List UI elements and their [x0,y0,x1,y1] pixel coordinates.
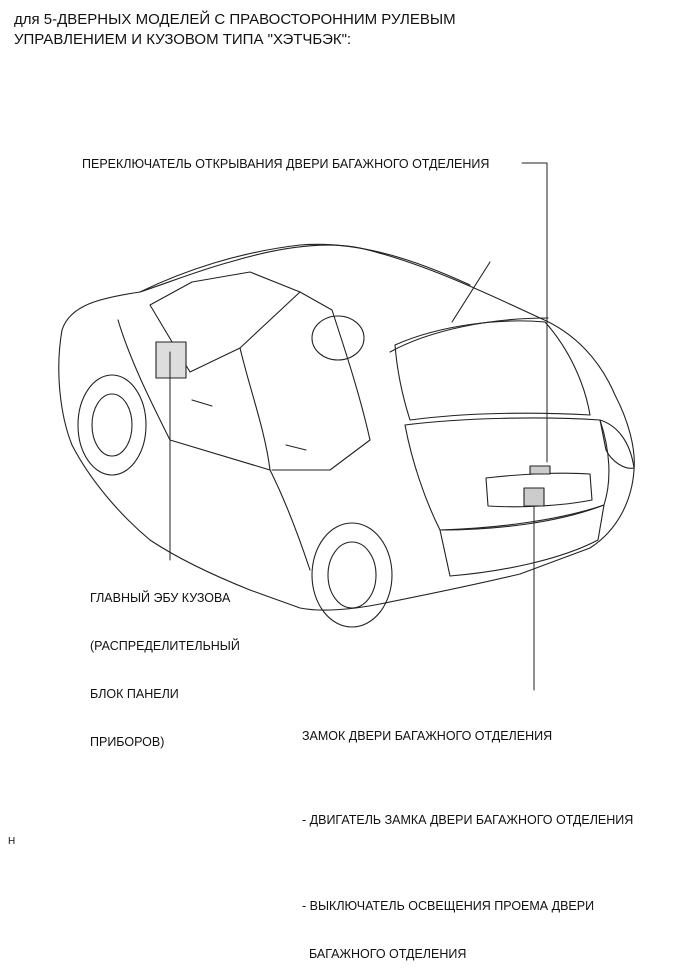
lock-title: ЗАМОК ДВЕРИ БАГАЖНОГО ОТДЕЛЕНИЯ [302,729,553,743]
ecu-line-1: ГЛАВНЫЙ ЭБУ КУЗОВА [90,591,231,605]
body-ecu-module [155,341,187,379]
rear-bumper [439,504,605,577]
tail-light [599,419,635,469]
label-back-door-lock: ЗАМОК ДВЕРИ БАГАЖНОГО ОТДЕЛЕНИЯ - ДВИГАТ… [302,696,633,978]
roof-line [139,243,471,293]
front-wheel [77,374,147,476]
car-outline [58,244,635,611]
lock-part [523,487,545,507]
label-back-door-opener-switch: ПЕРЕКЛЮЧАТЕЛЬ ОТКРЫВАНИЯ ДВЕРИ БАГАЖНОГО… [82,157,490,171]
lock-item-motor: - ДВИГАТЕЛЬ ЗАМКА ДВЕРИ БАГАЖНОГО ОТДЕЛЕ… [302,813,634,827]
front-door-handle [191,399,213,407]
page-header: для 5-ДВЕРНЫХ МОДЕЛЕЙ С ПРАВОСТОРОННИМ Р… [14,10,456,50]
antenna [451,261,491,323]
b-pillar [239,347,271,471]
ecu-line-3: БЛОК ПАНЕЛИ [90,687,179,701]
leader-opener-switch [521,162,548,463]
rear-door-handle [285,444,307,451]
rear-wheel [311,522,393,628]
rear-window [394,320,591,421]
ecu-line-2: (РАСПРЕДЕЛИТЕЛЬНЫЙ [90,639,240,653]
rear-door-frame [271,291,371,471]
opener-switch-part [529,465,551,475]
header-line-2: УПРАВЛЕНИЕМ И КУЗОВОМ ТИПА "ХЭТЧБЭК": [14,31,352,48]
footer-code: H [8,836,16,847]
ecu-line-4: ПРИБОРОВ) [90,735,165,749]
front-wheel-rim [91,393,133,457]
steering-wheel [311,315,365,361]
header-line-1: для 5-ДВЕРНЫХ МОДЕЛЕЙ С ПРАВОСТОРОННИМ Р… [14,11,456,28]
leader-lines [169,162,548,691]
lock-item-switch-line-2: БАГАЖНОГО ОТДЕЛЕНИЯ [302,947,467,961]
roof-spoiler [389,317,549,353]
car-diagram [58,162,635,691]
license-plate-recess [485,472,593,508]
label-main-body-ecu: ГЛАВНЫЙ ЭБУ КУЗОВА (РАСПРЕДЕЛИТЕЛЬНЫЙ БЛ… [90,558,240,766]
front-door-frame [117,319,311,571]
rear-wheel-rim [327,541,377,609]
car-body [58,243,635,628]
lock-item-switch-line-1: - ВЫКЛЮЧАТЕЛЬ ОСВЕЩЕНИЯ ПРОЕМА ДВЕРИ [302,899,595,913]
